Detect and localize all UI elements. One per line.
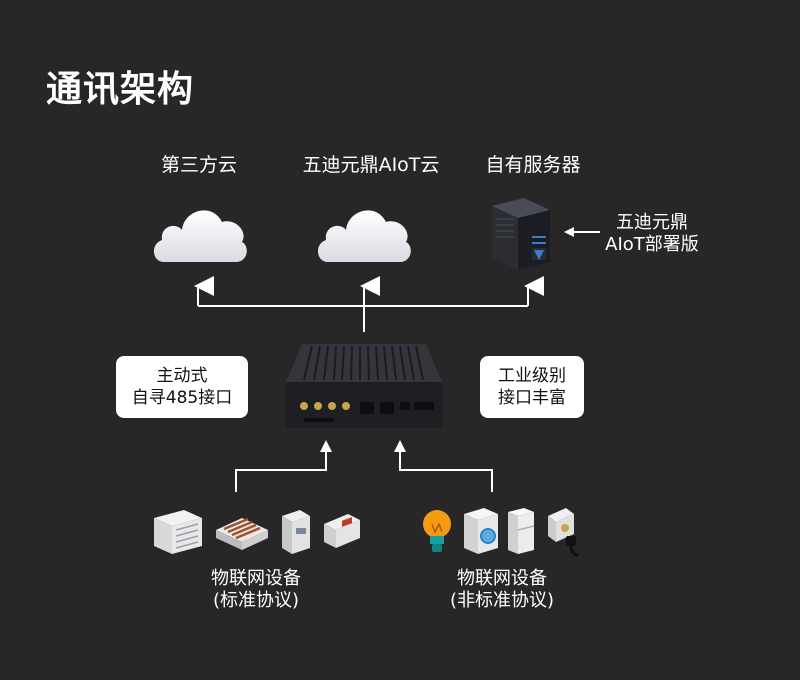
server-note-line2: AIoT部署版 <box>605 234 699 255</box>
feature-pill-right: 工业级别 接口丰富 <box>480 356 584 418</box>
server-tower-icon <box>492 198 550 270</box>
power-meter-icon <box>324 514 360 548</box>
devices-nonstandard-line1: 物联网设备 <box>457 568 547 589</box>
feature-left-line2: 自寻485接口 <box>131 388 233 408</box>
cloud-icon <box>153 210 247 262</box>
feature-right-line2: 接口丰富 <box>498 388 566 408</box>
electric-meter-icon <box>282 510 310 554</box>
cloud-label-third-party: 第三方云 <box>160 154 237 176</box>
feature-pill-left: 主动式 自寻485接口 <box>116 356 248 418</box>
feature-right-line1: 工业级别 <box>498 366 566 386</box>
devices-nonstandard-line2: (非标准协议) <box>449 590 555 611</box>
wall-socket-icon <box>548 508 579 558</box>
devices-standard-label: 物联网设备 (标准协议) <box>166 568 346 612</box>
server-note: 五迪元鼎 AIoT部署版 <box>592 212 712 256</box>
air-conditioner-icon <box>154 510 202 554</box>
server-note-line1: 五迪元鼎 <box>616 212 688 233</box>
devices-nonstandard-label: 物联网设备 (非标准协议) <box>412 568 592 612</box>
refrigerator-icon <box>508 508 535 554</box>
devices-standard-line1: 物联网设备 <box>211 568 301 589</box>
cloud-icon <box>317 210 411 262</box>
cloud-label-own-server: 自有服务器 <box>485 154 581 176</box>
page-title: 通讯架构 <box>46 69 195 110</box>
gateway-box-icon <box>286 344 442 428</box>
floor-heater-icon <box>216 517 268 550</box>
devices-standard-line2: (标准协议) <box>212 590 300 611</box>
cloud-label-wudi: 五迪元鼎AIoT云 <box>302 154 440 176</box>
light-bulb-icon <box>423 510 451 552</box>
washing-machine-icon <box>464 508 498 554</box>
feature-left-line1: 主动式 <box>156 366 208 386</box>
